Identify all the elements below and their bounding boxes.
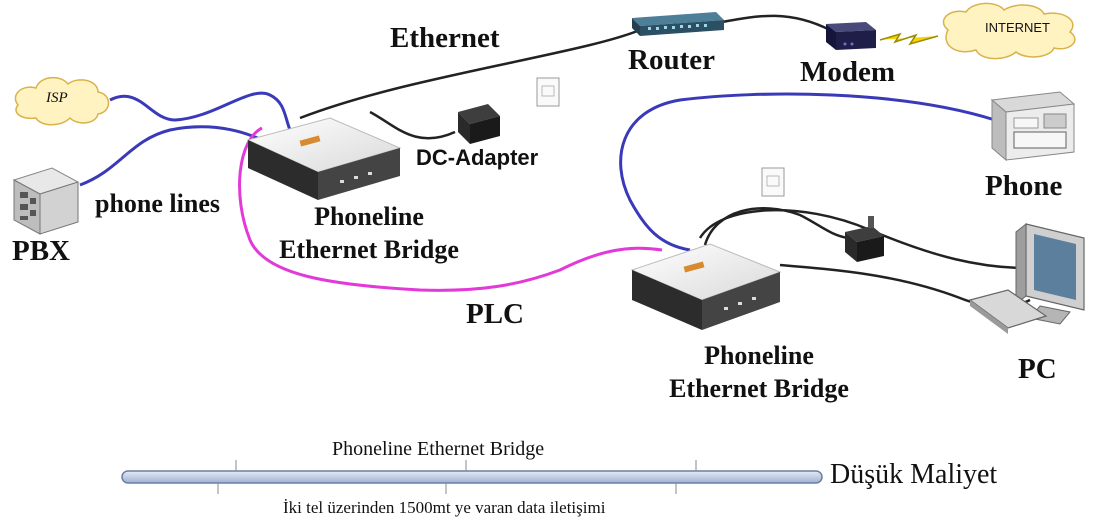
modem-label: Modem [800,56,896,88]
router-label: Router [628,44,715,76]
ethernet-line [299,28,641,120]
distance-bar [121,460,823,494]
bridge1-device [246,117,402,200]
pc-label: PC [1018,353,1057,385]
bar-caption: İki tel üzerinden 1500mt ye varan data i… [283,498,606,517]
dc-adapter-1 [458,104,500,144]
phone-lines-label: phone lines [95,189,220,218]
dc-adapter-label: DC-Adapter [416,145,539,170]
phone-label: Phone [985,170,1063,202]
bridge1-label-line1: Phoneline [314,202,424,231]
pbx-phone-line [79,125,263,187]
dc-adapter-cable [369,110,456,140]
bridge1-label-line2: Ethernet Bridge [279,234,459,264]
bridge2-label: Phoneline Ethernet Bridge [636,340,882,405]
ethernet-label: Ethernet [390,22,500,54]
router-device [632,12,724,36]
bar-side-label: Düşük Maliyet [830,459,998,490]
pc-device [968,222,1085,334]
dc-adapter-2 [845,216,884,262]
bridge2-adapter-cable [703,207,849,246]
internet-cloud [942,2,1076,60]
wall-socket-2 [761,167,785,197]
internet-label: INTERNET [985,20,1050,35]
modem-device [826,22,876,50]
modem-internet-link [879,32,939,46]
bridge2-device [630,243,782,330]
router-modem-line [721,14,831,32]
phone-device [990,91,1076,162]
plc-label: PLC [466,298,524,330]
bridge2-label-line2: Ethernet Bridge [669,373,849,403]
bridge1-label: Phoneline Ethernet Bridge [246,201,492,266]
phone-line [619,92,996,252]
wall-socket-1 [536,77,560,107]
bar-title: Phoneline Ethernet Bridge [332,438,545,460]
isp-phone-line [109,91,292,131]
pbx-device [12,167,80,235]
isp-cloud [14,76,110,126]
bridge2-label-line1: Phoneline [704,341,814,370]
pbx-label: PBX [12,235,70,267]
plc-line [238,126,663,292]
isp-label: ISP [46,90,68,106]
